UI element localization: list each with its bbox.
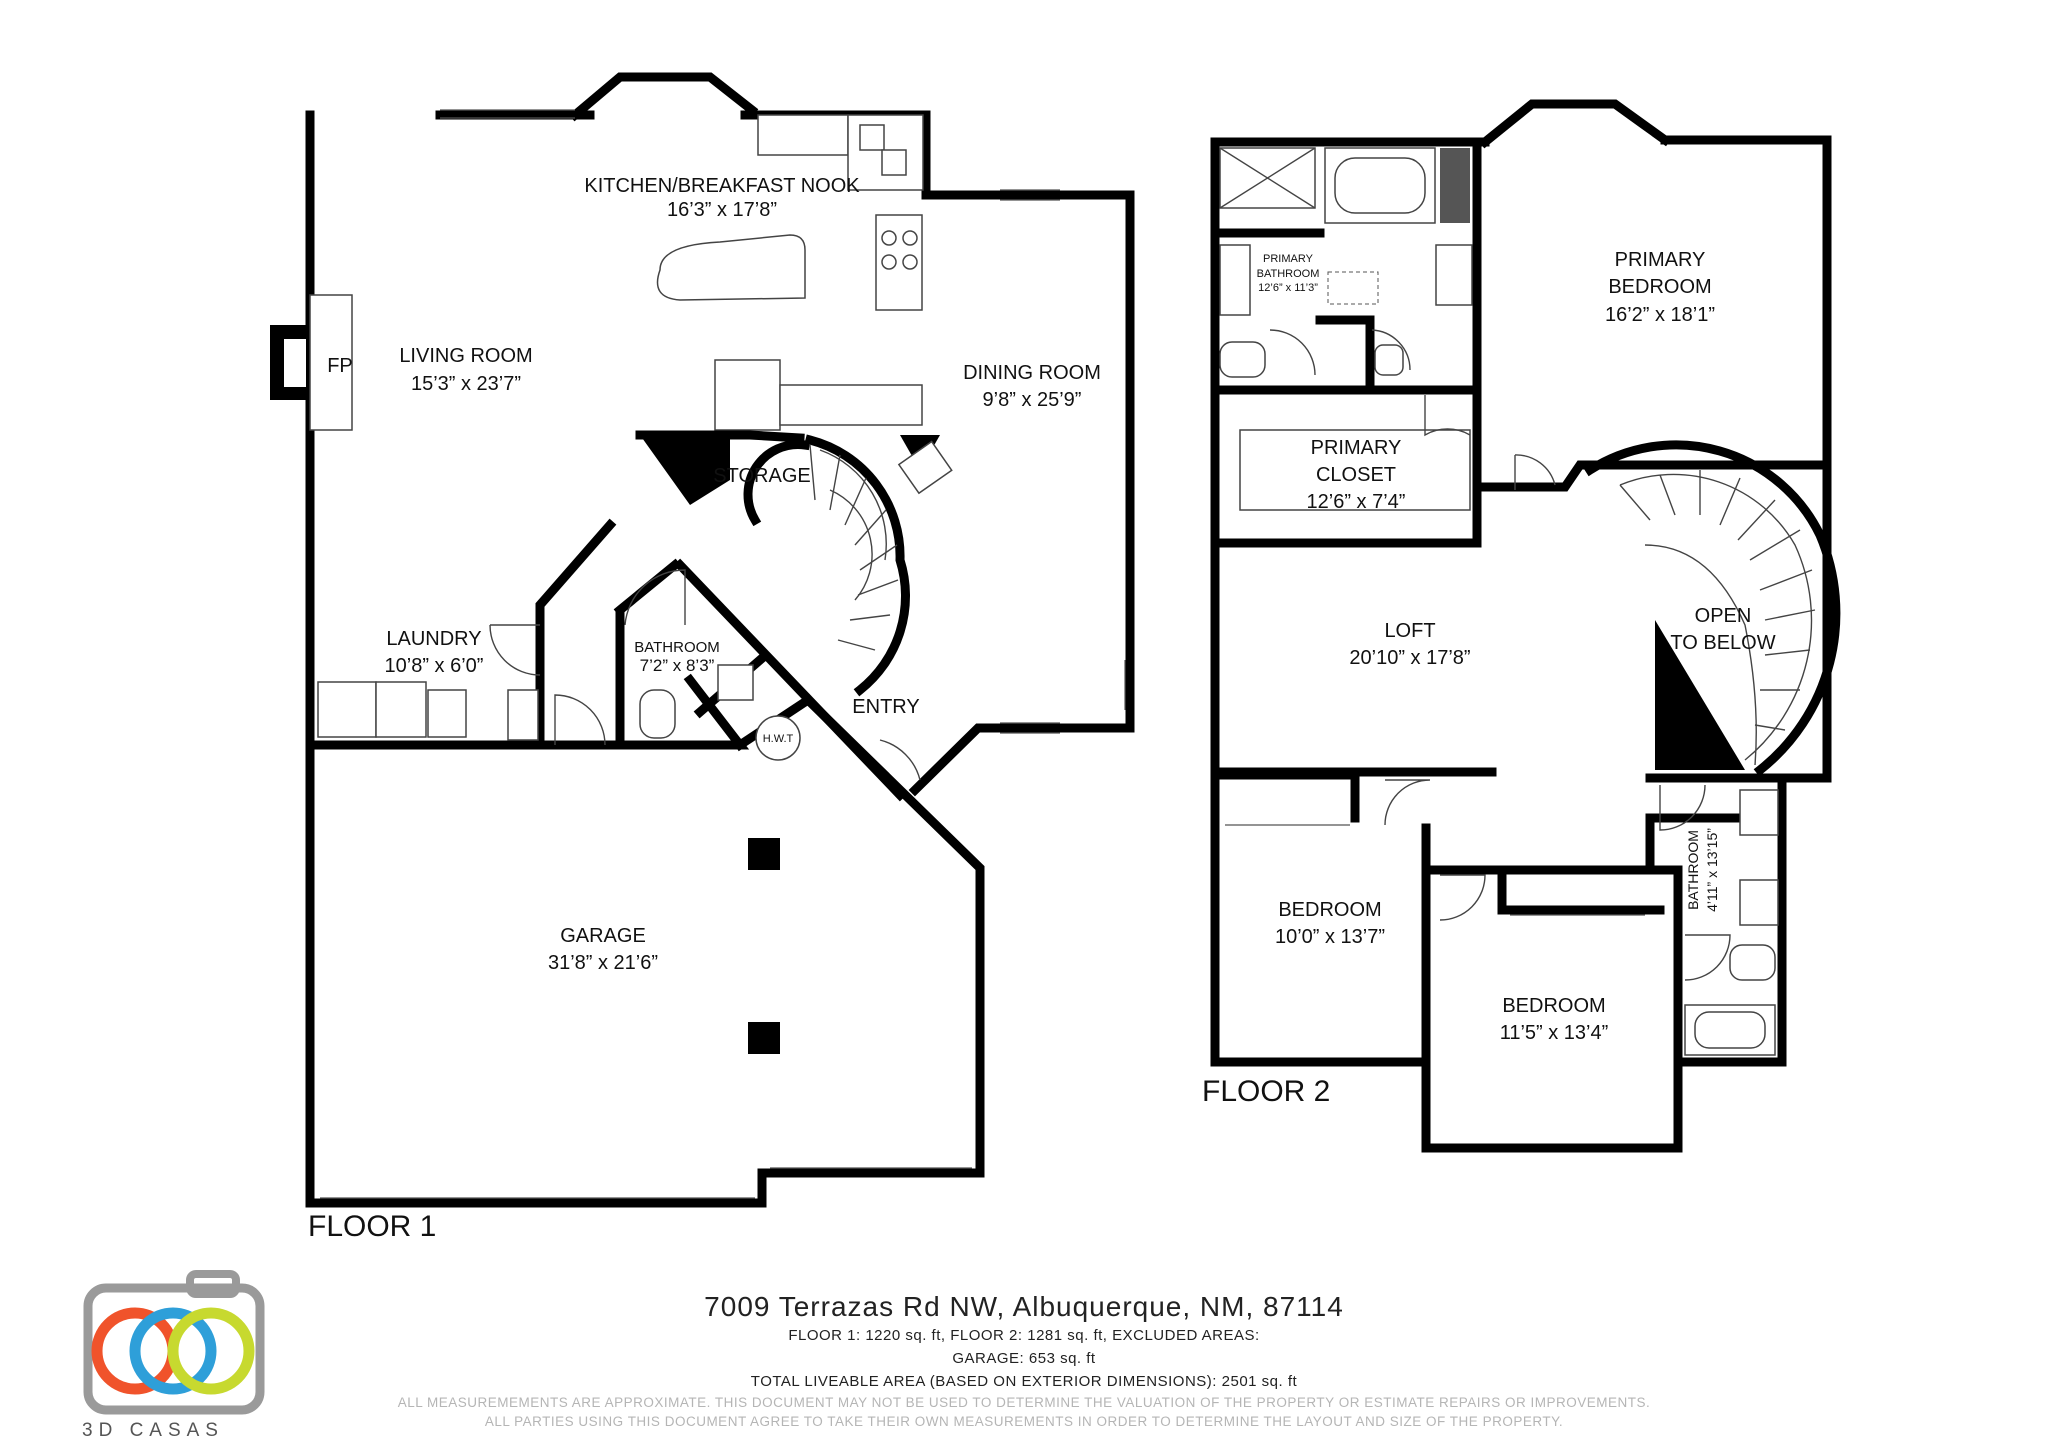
bath-2-name: BATHROOM	[1685, 830, 1701, 910]
company-logo: 3D CASAS	[80, 1268, 270, 1448]
kitchen-dims: 16’3” x 17’8”	[667, 199, 777, 221]
primary-bedroom-line1: PRIMARY	[1615, 249, 1706, 271]
area-line-1: FLOOR 1: 1220 sq. ft, FLOOR 2: 1281 sq. …	[788, 1327, 1260, 1344]
primary-closet-fixtures	[1239, 395, 1556, 511]
floor-2-walls	[1210, 99, 1832, 1153]
open-to-below: OPEN TO BELOW	[1583, 440, 1841, 777]
open-to-below-line1: OPEN	[1695, 605, 1752, 627]
fireplace-label: FP	[327, 355, 353, 377]
bath-2-dims: 4’11” x 13’15”	[1704, 828, 1720, 912]
bedroom-3-name: BEDROOM	[1502, 995, 1605, 1017]
floor-2-room-labels: PRIMARY BEDROOM 16’2” x 18’1” PRIMARY BA…	[1257, 249, 1720, 1044]
bedroom-2-name: BEDROOM	[1278, 899, 1381, 921]
water-heater-label: H.W.T	[763, 733, 794, 745]
bathroom-dims: 7’2” x 8’3”	[640, 656, 715, 675]
primary-closet-line2: CLOSET	[1316, 464, 1396, 486]
water-heater	[755, 715, 801, 761]
dining-room-dims: 9’8” x 25’9”	[983, 389, 1082, 411]
kitchen-fixtures	[656, 114, 924, 431]
camera-rings-icon	[83, 1270, 265, 1415]
storage-label: STORAGE	[713, 465, 810, 487]
open-to-below-line2: TO BELOW	[1670, 632, 1775, 654]
kitchen-name: KITCHEN/BREAKFAST NOOK	[584, 175, 860, 197]
floor-1-title: FLOOR 1	[308, 1210, 436, 1243]
garage-column	[748, 838, 780, 870]
floor-1-room-labels: KITCHEN/BREAKFAST NOOK 16’3” x 17’8” LIV…	[385, 175, 1101, 974]
garage-name: GARAGE	[560, 925, 646, 947]
floor-2-plan: OPEN TO BELOW PRIMARY BEDROOM 16’2” x 18…	[1202, 99, 1841, 1153]
living-room-dims: 15’3” x 23’7”	[411, 373, 521, 395]
area-line-3: TOTAL LIVEABLE AREA (BASED ON EXTERIOR D…	[750, 1373, 1298, 1390]
laundry-fixtures	[317, 624, 606, 746]
garage-dims: 31’8” x 21’6”	[548, 952, 658, 974]
primary-closet-dims: 12’6” x 7’4”	[1307, 491, 1406, 513]
garage-column	[748, 1022, 780, 1054]
entry-label: ENTRY	[852, 696, 919, 718]
laundry-name: LAUNDRY	[386, 628, 481, 650]
dining-windows	[1000, 189, 1126, 734]
laundry-dims: 10’8” x 6’0”	[385, 655, 484, 677]
bathroom-fixtures	[624, 569, 754, 739]
area-line-2: GARAGE: 653 sq. ft	[952, 1350, 1096, 1367]
loft-name: LOFT	[1384, 620, 1435, 642]
bedroom-3-dims: 11’5” x 13’4”	[1500, 1022, 1609, 1044]
dining-room-name: DINING ROOM	[963, 362, 1101, 384]
entry-door	[879, 739, 921, 781]
garage-door	[320, 1167, 972, 1199]
primary-closet-line1: PRIMARY	[1311, 437, 1402, 459]
floor-2-title: FLOOR 2	[1202, 1075, 1330, 1108]
property-address: 7009 Terrazas Rd NW, Albuquerque, NM, 87…	[704, 1291, 1344, 1322]
floor-1-plan: FP STORAGE	[270, 72, 1135, 1243]
kitchen-bay-window	[440, 72, 759, 122]
footer: 7009 Terrazas Rd NW, Albuquerque, NM, 87…	[0, 1290, 2048, 1431]
primary-bath-line1: PRIMARY	[1263, 253, 1314, 265]
floor-2-bedroom-fixtures	[1225, 779, 1779, 1056]
primary-bath-line2: BATHROOM	[1257, 268, 1320, 280]
fireplace: FP	[270, 294, 353, 431]
primary-bedroom-dims: 16’2” x 18’1”	[1605, 304, 1715, 326]
primary-bedroom-line2: BEDROOM	[1608, 276, 1711, 298]
bathroom-name: BATHROOM	[634, 639, 720, 656]
storage-and-stair: STORAGE	[635, 430, 953, 697]
primary-bath-dims: 12’6” x 11’3”	[1258, 282, 1318, 294]
disclaimer-line-1: ALL MEASUREMEMENTS ARE APPROXIMATE. THIS…	[397, 1395, 1651, 1410]
disclaimer-line-2: ALL PARTIES USING THIS DOCUMENT AGREE TO…	[484, 1414, 1564, 1429]
bedroom-2-dims: 10’0” x 13’7”	[1275, 926, 1385, 948]
living-room-name: LIVING ROOM	[399, 345, 532, 367]
primary-bath-fixtures	[1219, 147, 1473, 378]
logo-text: 3D CASAS	[82, 1420, 224, 1441]
loft-dims: 20’10” x 17’8”	[1349, 647, 1470, 669]
